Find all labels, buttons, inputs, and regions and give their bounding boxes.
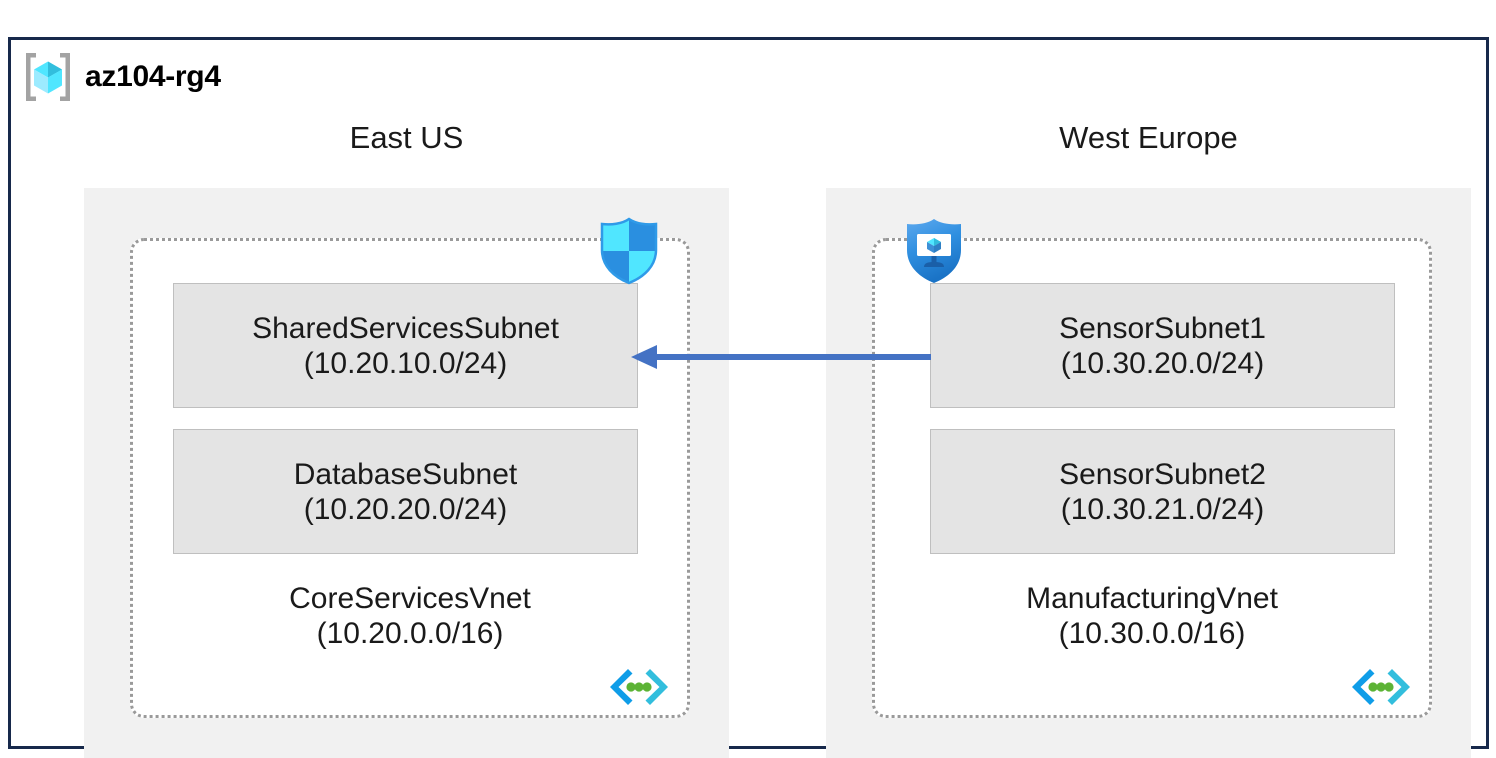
subnet-sensor-2[interactable]: SensorSubnet2 (10.30.21.0/24) [930,429,1395,555]
region-box-west-europe: SensorSubnet1 (10.30.20.0/24) [826,188,1471,758]
region-west-europe: West Europe SensorSubnet1 (10.30.20.0/24… [826,120,1471,758]
region-label-east-us: East US [349,120,464,155]
azure-resource-group-icon [26,53,70,101]
subnet-sensor-1[interactable]: SensorSubnet1 (10.30.20.0/24) [930,283,1395,409]
network-security-group-icon [600,217,658,285]
vnet-name: CoreServicesVnet [289,582,531,616]
subnet-cidr: (10.20.20.0/24) [303,492,508,526]
vnet-core-services[interactable]: SharedServicesSubnet (10.20.10.0/24) [130,217,690,719]
subnet-name: SharedServicesSubnet [252,311,559,345]
subnet-cidr: (10.30.21.0/24) [1060,492,1265,526]
subnet-name: SensorSubnet2 [1059,457,1266,491]
region-label-west-europe: West Europe [1059,120,1238,155]
resource-group-header: az104-rg4 [21,40,235,114]
subnet-name: SensorSubnet1 [1059,311,1266,345]
virtual-network-icon [610,669,668,706]
application-security-group-icon [907,219,961,284]
vnet-caption-core-services: CoreServicesVnet (10.20.0.0/16) [133,581,687,651]
vnet-peering-arrow [631,345,931,369]
subnet-name: DatabaseSubnet [293,457,518,491]
vnet-name: ManufacturingVnet [1026,582,1278,616]
resource-group-title: az104-rg4 [85,60,221,93]
subnet-shared-services[interactable]: SharedServicesSubnet (10.20.10.0/24) [173,283,638,409]
virtual-network-icon [1352,669,1410,706]
subnet-cidr: (10.30.20.0/24) [1060,346,1265,380]
vnet-caption-manufacturing: ManufacturingVnet (10.30.0.0/16) [875,581,1429,651]
vnet-cidr: (10.30.0.0/16) [1058,617,1246,651]
region-box-east-us: SharedServicesSubnet (10.20.10.0/24) [84,188,729,758]
subnet-cidr: (10.20.10.0/24) [303,346,508,380]
region-east-us: East US SharedServicesSubnet (10.20.10.0… [84,120,729,758]
vnet-cidr: (10.20.0.0/16) [316,617,504,651]
vnet-manufacturing[interactable]: SensorSubnet1 (10.30.20.0/24) [872,219,1432,719]
resource-group-container: az104-rg4 East US SharedServicesSubnet (… [8,37,1489,758]
subnet-database[interactable]: DatabaseSubnet (10.20.20.0/24) [173,429,638,555]
